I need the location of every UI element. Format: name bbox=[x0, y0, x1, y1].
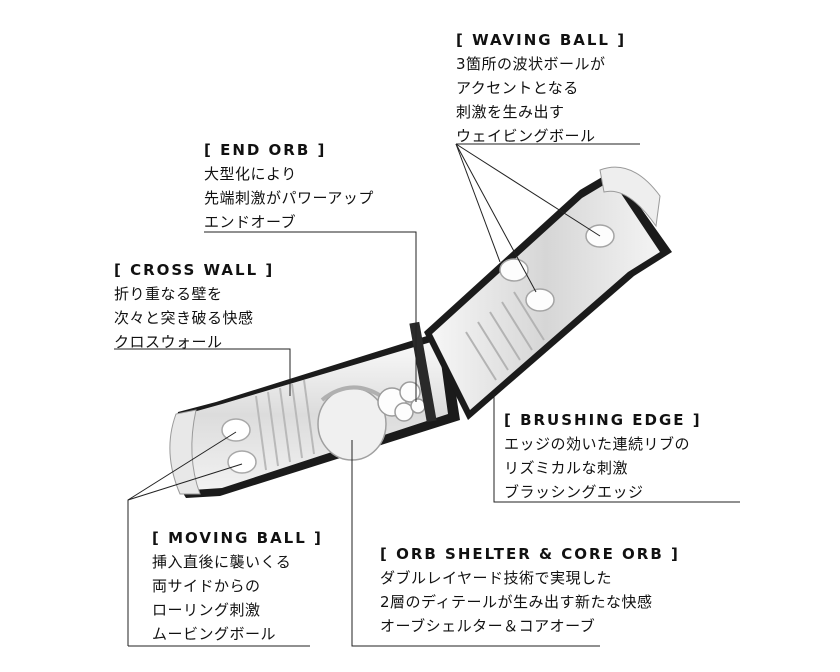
moving-ball-shapes bbox=[221, 418, 257, 474]
label-title: [ ORB SHELTER & CORE ORB ] bbox=[380, 545, 680, 563]
label-line: 次々と突き破る快感 bbox=[114, 309, 254, 327]
left-end-cap bbox=[169, 409, 201, 495]
label-title: [ MOVING BALL ] bbox=[152, 529, 323, 547]
label-line: 刺激を生み出す bbox=[456, 103, 565, 121]
label-end-orb: [ END ORB ] 大型化により 先端刺激がパワーアップ エンドオーブ bbox=[204, 138, 374, 234]
label-line: リズミカルな刺激 bbox=[504, 459, 629, 477]
label-title: [ CROSS WALL ] bbox=[114, 261, 275, 279]
end-orb-shape bbox=[377, 381, 426, 422]
label-line: ブラッシングエッジ bbox=[504, 483, 644, 501]
label-moving-ball: [ MOVING BALL ] 挿入直後に襲いくる 両サイドからの ローリング刺… bbox=[152, 526, 323, 646]
label-line: ムービングボール bbox=[152, 625, 277, 643]
label-line: ローリング刺激 bbox=[152, 601, 261, 619]
label-title: [ BRUSHING EDGE ] bbox=[504, 411, 702, 429]
label-cross-wall: [ CROSS WALL ] 折り重なる壁を 次々と突き破る快感 クロスウォール bbox=[114, 258, 274, 354]
label-line: 挿入直後に襲いくる bbox=[152, 553, 292, 571]
label-line: エンドオーブ bbox=[204, 213, 297, 231]
right-end-cap bbox=[599, 166, 661, 228]
label-line: ウェイビングボール bbox=[456, 127, 596, 145]
leader-lines bbox=[114, 143, 740, 647]
label-line: ダブルレイヤード技術で実現した bbox=[380, 569, 613, 587]
label-line: 両サイドからの bbox=[152, 577, 261, 595]
label-title: [ END ORB ] bbox=[204, 141, 327, 159]
orb-shelter-shape bbox=[320, 385, 386, 402]
label-line: オーブシェルター＆コアオーブ bbox=[380, 617, 596, 635]
label-brushing-edge: [ BRUSHING EDGE ] エッジの効いた連続リブの リズミカルな刺激 … bbox=[504, 408, 702, 504]
label-title: [ WAVING BALL ] bbox=[456, 31, 627, 49]
label-line: エッジの効いた連続リブの bbox=[504, 435, 691, 453]
cross-wall-ribs bbox=[255, 379, 315, 471]
label-line: 大型化により bbox=[204, 165, 297, 183]
label-line: 先端刺激がパワーアップ bbox=[204, 189, 374, 207]
right-case-half bbox=[424, 166, 672, 420]
label-waving-ball: [ WAVING BALL ] 3箇所の波状ボールが アクセントとなる 刺激を生… bbox=[456, 28, 626, 148]
left-case-half bbox=[169, 330, 461, 498]
label-orb-shelter: [ ORB SHELTER & CORE ORB ] ダブルレイヤード技術で実現… bbox=[380, 542, 680, 638]
label-line: クロスウォール bbox=[114, 333, 223, 351]
label-line: アクセントとなる bbox=[456, 79, 579, 97]
label-line: 2層のディテールが生み出す新たな快感 bbox=[380, 593, 653, 611]
brushing-edge-ribs bbox=[465, 291, 545, 381]
label-line: 折り重なる壁を bbox=[114, 285, 223, 303]
label-line: 3箇所の波状ボールが bbox=[456, 55, 606, 73]
